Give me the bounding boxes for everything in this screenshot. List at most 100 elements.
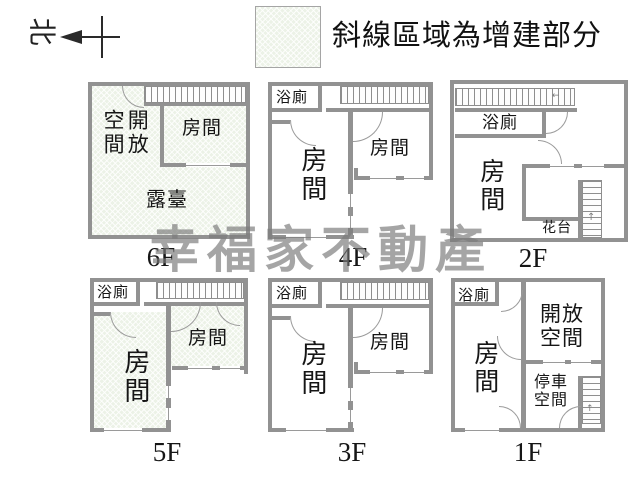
floor-label-6f: 6F bbox=[146, 242, 176, 272]
door-arc bbox=[290, 120, 316, 146]
stair-arrow-icon: ← bbox=[552, 91, 560, 101]
wall bbox=[450, 80, 454, 242]
wall bbox=[88, 235, 250, 239]
window-line bbox=[404, 372, 424, 373]
floor-label-2f: 2F bbox=[518, 243, 548, 273]
wall bbox=[348, 108, 353, 239]
wall bbox=[429, 82, 433, 180]
staircase bbox=[144, 86, 246, 103]
floor-label-3f: 3F bbox=[337, 437, 367, 467]
door-arc bbox=[538, 140, 562, 164]
window-line bbox=[370, 178, 396, 179]
door-arc bbox=[546, 112, 568, 134]
floor-plan-5f: 浴廁 房間 房間 bbox=[90, 278, 248, 432]
wall bbox=[348, 304, 353, 432]
room-label-room-left: 房間 bbox=[297, 340, 327, 398]
window-line bbox=[104, 430, 142, 431]
room-label-flower-bed: 花台 bbox=[542, 221, 572, 236]
wall bbox=[326, 108, 429, 112]
wall bbox=[326, 304, 429, 308]
window-line bbox=[350, 388, 351, 401]
floor-plan-3f: 浴廁 房間 房間 bbox=[268, 278, 433, 432]
wall bbox=[578, 376, 582, 428]
wall bbox=[90, 278, 248, 282]
wall bbox=[354, 362, 358, 372]
window-line bbox=[350, 194, 351, 207]
wall bbox=[268, 278, 272, 432]
wall bbox=[160, 103, 164, 167]
wall bbox=[495, 282, 499, 306]
staircase bbox=[340, 86, 429, 104]
staircase bbox=[582, 376, 601, 424]
window-line bbox=[550, 166, 574, 167]
window-line bbox=[168, 408, 169, 420]
wall bbox=[451, 302, 499, 306]
window-line bbox=[582, 166, 604, 167]
room-label-open-space: 開放空間 bbox=[101, 109, 150, 157]
wall bbox=[268, 278, 433, 282]
staircase bbox=[156, 282, 244, 299]
room-label-room-right: 房間 bbox=[370, 332, 411, 353]
wall bbox=[166, 302, 171, 432]
compass-cross-line bbox=[101, 16, 103, 58]
window-line bbox=[220, 368, 240, 369]
room-label-terrace: 露臺 bbox=[146, 189, 188, 211]
wall bbox=[354, 168, 358, 178]
wall bbox=[90, 302, 140, 306]
compass-arrow-line bbox=[80, 36, 120, 38]
staircase bbox=[340, 282, 429, 300]
wall bbox=[451, 278, 455, 432]
window-line bbox=[350, 410, 351, 422]
room-label-room-right: 房間 bbox=[188, 328, 229, 349]
wall bbox=[450, 80, 628, 84]
room-label-room-left: 房間 bbox=[297, 146, 327, 204]
wall bbox=[318, 282, 322, 308]
room-label-room-left: 房間 bbox=[120, 348, 150, 406]
room-label-room: 房間 bbox=[476, 158, 504, 214]
floor-plan-4f: 浴廁 房間 房間 bbox=[268, 82, 433, 239]
room-label-bath: 浴廁 bbox=[482, 113, 518, 132]
wall bbox=[136, 282, 140, 304]
watermark-text: 幸福家不動產 bbox=[150, 222, 492, 278]
wall bbox=[244, 278, 248, 374]
window-line bbox=[186, 165, 230, 166]
room-label-open-space: 開放空間 bbox=[540, 302, 584, 351]
room-label-parking: 停車空間 bbox=[533, 374, 568, 410]
wall bbox=[522, 217, 582, 221]
wall bbox=[455, 108, 577, 112]
floor-label-4f: 4F bbox=[338, 242, 368, 272]
wall bbox=[522, 164, 628, 168]
wall bbox=[542, 112, 546, 138]
wall bbox=[624, 80, 628, 242]
room-label-bath: 浴廁 bbox=[276, 286, 309, 302]
room-label-room-right: 房間 bbox=[370, 138, 411, 159]
window-line bbox=[465, 430, 499, 431]
wall bbox=[268, 108, 322, 112]
wall bbox=[144, 103, 246, 106]
floor-label-5f: 5F bbox=[152, 437, 182, 467]
window-line bbox=[404, 178, 424, 179]
window-line bbox=[370, 372, 396, 373]
wall bbox=[88, 82, 92, 239]
window-line bbox=[286, 237, 326, 238]
stair-arrow-icon: ↑ bbox=[587, 212, 596, 223]
door-arc bbox=[497, 336, 521, 360]
wall bbox=[268, 82, 272, 239]
wall bbox=[429, 278, 433, 374]
wall bbox=[455, 134, 545, 138]
wall bbox=[246, 82, 250, 239]
wall bbox=[450, 238, 628, 242]
window-line bbox=[286, 430, 326, 431]
room-label-room: 房間 bbox=[182, 118, 223, 139]
wall bbox=[522, 164, 526, 221]
stair-arrow-icon: ↑ bbox=[586, 404, 594, 414]
floor-plan-6f: 開放空間 房間 露臺 bbox=[88, 82, 250, 239]
window-line bbox=[350, 216, 351, 228]
legend-addition-swatch bbox=[255, 6, 321, 68]
compass-arrow-icon bbox=[60, 30, 82, 44]
door-arc bbox=[499, 406, 521, 428]
addition-area bbox=[91, 85, 247, 236]
floor-plan-2f: ← ↑ 浴廁 房間 花台 bbox=[450, 80, 628, 242]
room-label-bath: 浴廁 bbox=[276, 90, 309, 106]
